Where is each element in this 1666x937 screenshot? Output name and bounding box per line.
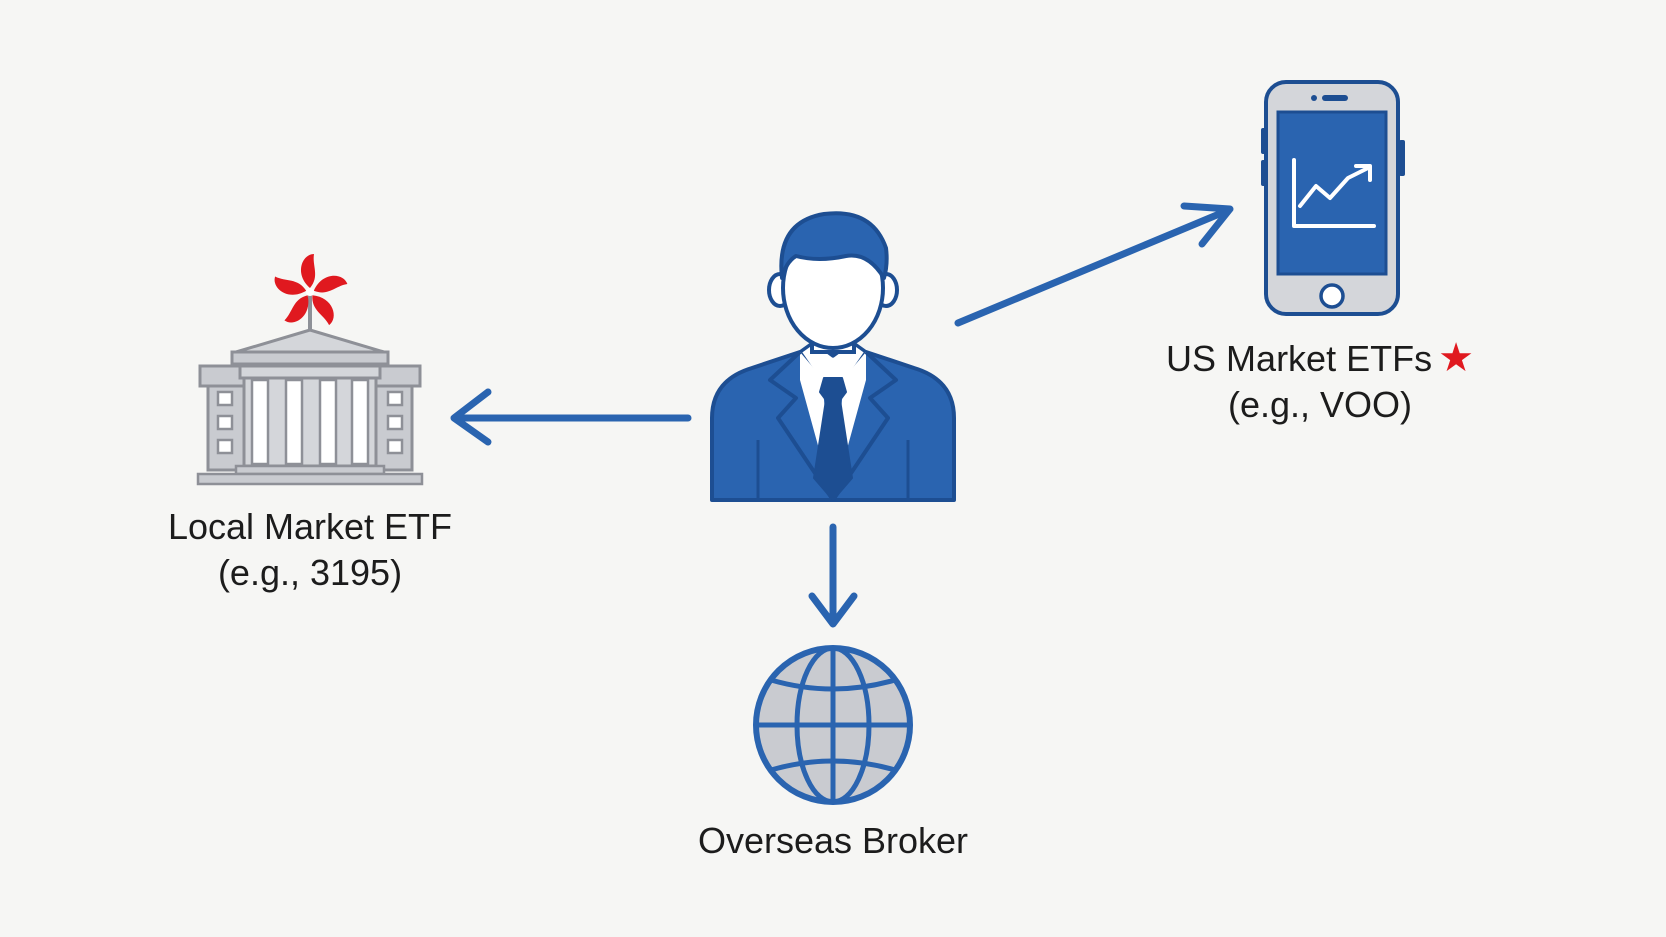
us-market-title-row: US Market ETFs★ <box>1110 335 1530 382</box>
us-market-label: US Market ETFs★ (e.g., VOO) <box>1110 335 1530 428</box>
us-market-title: US Market ETFs <box>1166 338 1433 379</box>
bauhinia-flower-icon <box>274 254 348 326</box>
arrow-to-broker <box>808 523 858 628</box>
us-market-example: (e.g., VOO) <box>1227 384 1413 425</box>
bank-building-icon <box>196 292 424 486</box>
local-market-example: (e.g., 3195) <box>217 552 403 593</box>
local-market-label: Local Market ETF (e.g., 3195) <box>110 504 510 596</box>
overseas-broker-label: Overseas Broker <box>633 818 1033 864</box>
globe-icon <box>753 645 913 805</box>
local-market-title: Local Market ETF <box>167 506 453 547</box>
star-icon: ★ <box>1438 336 1474 380</box>
arrow-to-local-market <box>450 388 692 446</box>
businessman-icon <box>710 211 956 502</box>
arrow-to-us-market <box>954 202 1234 327</box>
overseas-broker-title: Overseas Broker <box>697 820 969 861</box>
smartphone-chart-icon <box>1261 80 1405 316</box>
